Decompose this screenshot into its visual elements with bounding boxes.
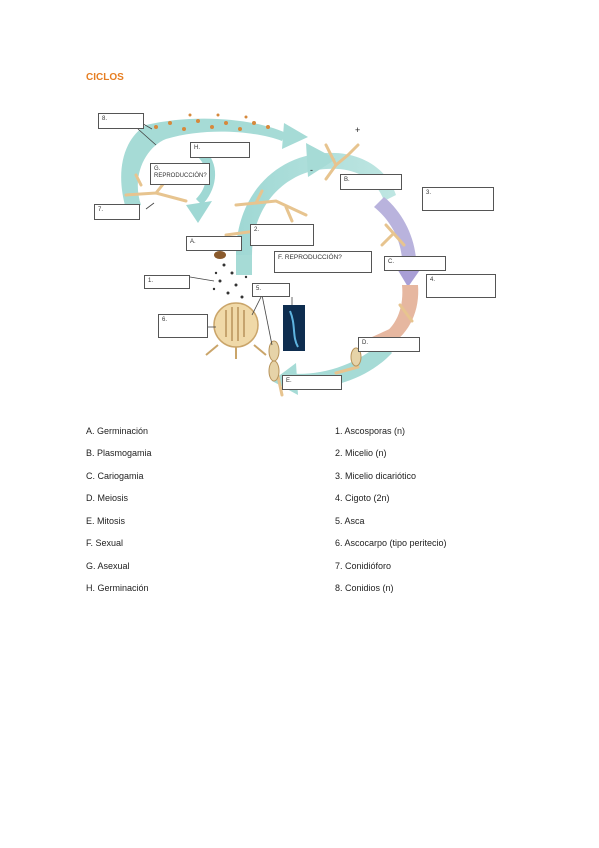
label-2: 2. [254,227,260,233]
label-box-2[interactable]: 2. [250,224,314,246]
legend-item-5: 5. Asca [335,516,365,526]
label-h: H. [194,145,200,151]
label-box-e[interactable]: E. [282,375,342,390]
legend-item-4: 4. Cigoto (2n) [335,493,390,503]
fungal-life-cycle-diagram: 8. H. G. REPRODUCCIÓN? 7. A. 2. F. REPRO… [86,105,516,405]
label-c: C. [388,259,394,265]
label-box-a[interactable]: A. [186,236,242,251]
dikaryotic-arrowhead [396,267,422,287]
legend-item-8: 8. Conidios (n) [335,583,394,593]
legend-item-a: A. Germinación [86,426,149,436]
label-8: 8. [102,116,108,122]
label-box-5[interactable]: 5. [252,283,290,297]
inner-arrowhead [186,201,212,223]
germinating-spore [214,251,226,259]
legend-item-g: G. Asexual [86,561,130,571]
legend-item-3: 3. Micelio dicariótico [335,471,417,481]
legend-item-e: E. Mitosis [86,516,126,526]
ascocarp [205,302,267,359]
label-box-4[interactable]: 4. [426,274,496,298]
label-f: F. REPRODUCCIÓN? [278,254,342,261]
legend-item-6: 6. Ascocarpo (tipo peritecio) [335,538,447,548]
label-b: B. [344,177,350,183]
minus-sign: - [310,165,313,175]
label-box-g[interactable]: G. REPRODUCCIÓN? [150,163,210,185]
legend-item-c: C. Cariogamia [86,471,144,481]
legend-item-2: 2. Micelio (n) [335,448,387,458]
label-g: G. [154,166,161,172]
legend-item-h: H. Germinación [86,583,149,593]
label-box-3[interactable]: 3. [422,187,494,211]
label-box-b[interactable]: B. [340,174,402,190]
asexual-arrowhead [282,123,308,149]
conidia-dots [154,113,270,131]
label-6: 6. [162,317,168,323]
legend-item-b: B. Plasmogamia [86,448,152,458]
label-d: D. [362,340,368,346]
label-g-reproduction: REPRODUCCIÓN? [154,173,207,179]
label-box-8[interactable]: 8. [98,113,144,129]
legend-item-7: 7. Conidióforo [335,561,392,571]
label-7: 7. [98,207,104,213]
label-box-7[interactable]: 7. [94,204,140,220]
label-e: E. [286,378,292,384]
label-3: 3. [426,190,432,196]
label-box-d[interactable]: D. [358,337,420,352]
h-germination-arrow [196,151,216,205]
plus-sign: + [355,125,361,135]
sexual-cycle-ring-top [236,152,396,255]
asci-chain [268,340,362,382]
label-box-1[interactable]: 1. [144,275,190,289]
dikaryotic-arrow [374,197,417,270]
label-box-h[interactable]: H. [190,142,250,158]
ascus-micrograph [283,305,305,351]
germination-arrow [236,255,252,275]
ascospores [212,263,248,299]
legend-item-f: F. Sexual [86,538,124,548]
label-a: A. [190,239,196,245]
label-box-c[interactable]: C. [384,256,446,271]
label-1: 1. [148,278,154,284]
legend-item-1: 1. Ascosporas (n) [335,426,406,436]
legend-item-d: D. Meiosis [86,493,129,503]
label-box-6[interactable]: 6. [158,314,208,338]
label-box-f[interactable]: F. REPRODUCCIÓN? [274,251,372,273]
label-4: 4. [430,277,436,283]
page-title: CICLOS [86,72,124,83]
label-5: 5. [256,286,262,292]
ring-arrowhead-top [306,143,336,177]
